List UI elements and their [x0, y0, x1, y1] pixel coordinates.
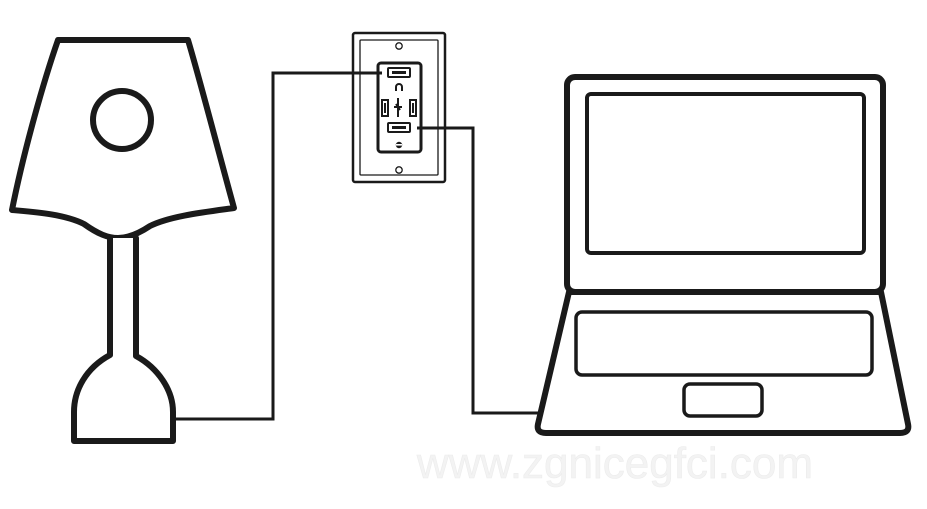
lower-usb-port-slot — [392, 126, 406, 129]
laptop-screen — [585, 92, 866, 255]
lamp-stem-and-base — [71, 235, 176, 444]
lamp-shade-circle — [90, 88, 154, 152]
outlet-center-indicator-icon — [394, 98, 402, 117]
laptop-icon — [534, 74, 912, 436]
outlet-ground-hole-top — [395, 83, 403, 91]
outlet-top-screw — [395, 42, 403, 50]
cables — [174, 71, 538, 421]
lamp-to-outlet-cable — [174, 71, 382, 421]
outlet-ground-hole-bottom-mark — [396, 144, 402, 146]
table-lamp-icon — [9, 37, 237, 444]
usb-wall-outlet-icon — [351, 31, 447, 184]
laptop-keyboard — [574, 310, 874, 377]
outlet-bottom-screw — [395, 166, 403, 174]
watermark-text: www.zgnicegfci.com — [416, 439, 813, 488]
outlet-left-slot-inner — [384, 103, 386, 113]
outlet-right-slot-inner — [412, 103, 414, 113]
outlet-plate-bevel — [359, 39, 439, 176]
outlet-to-laptop-cable — [417, 126, 538, 415]
laptop-trackpad — [682, 382, 764, 418]
upper-usb-port-slot — [392, 71, 406, 74]
